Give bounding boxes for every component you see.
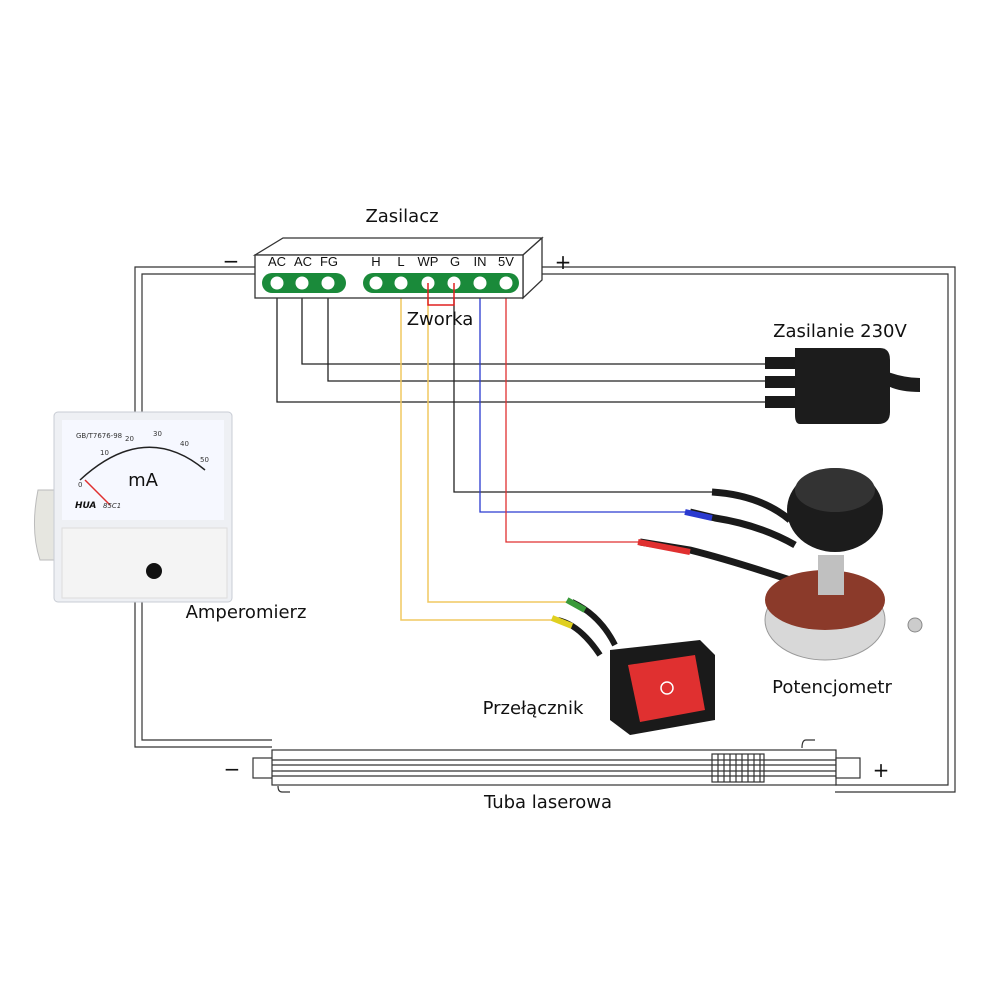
terminal-label: 5V xyxy=(498,254,514,269)
wire-5v-red xyxy=(505,283,640,543)
terminal-label: FG xyxy=(320,254,338,269)
terminal-label: WP xyxy=(418,254,439,269)
ammeter-unit: mA xyxy=(128,470,159,491)
laser-tube-label: Tuba laserowa xyxy=(483,792,612,813)
power-supply-label: Zasilacz xyxy=(365,206,438,227)
ammeter-code: GB/T7676-98 xyxy=(76,432,122,440)
wire-in-blue xyxy=(479,283,690,513)
potentiometer-icon xyxy=(637,468,923,661)
terminal-label: AC xyxy=(268,254,286,269)
rocker-switch-icon xyxy=(550,597,715,735)
minus-sign: − xyxy=(223,249,240,273)
ammeter-brand: HUA xyxy=(75,501,96,511)
laser-tube xyxy=(252,739,861,793)
wire-g-black xyxy=(453,283,712,493)
scale-tick: 30 xyxy=(153,430,162,438)
jumper-wire xyxy=(427,283,455,306)
mains-wires xyxy=(276,283,770,403)
ammeter-icon: mA GB/T7676-98 0 10 20 30 40 50 HUA 85C1 xyxy=(33,411,233,603)
terminal-label: IN xyxy=(474,254,487,269)
terminal-label: L xyxy=(397,254,404,269)
scale-tick: 20 xyxy=(125,435,134,443)
tube-plus-sign: + xyxy=(873,758,890,782)
power-supply: AC AC FG H L WP G IN 5V xyxy=(252,236,544,300)
scale-tick: 0 xyxy=(78,481,82,489)
hv-wire-positive xyxy=(542,266,956,793)
scale-tick: 50 xyxy=(200,456,209,464)
plus-sign: + xyxy=(555,250,572,274)
wire-wp-yellow xyxy=(427,283,572,603)
terminal-label: G xyxy=(450,254,460,269)
terminal-strip-control xyxy=(363,273,519,293)
jumper-label: Zworka xyxy=(407,309,474,330)
potentiometer-label: Potencjometr xyxy=(772,677,892,698)
wire-l-yellow xyxy=(400,283,558,621)
mains-label: Zasilanie 230V xyxy=(773,321,907,342)
tube-minus-sign: − xyxy=(224,757,241,781)
terminal-label: H xyxy=(371,254,380,269)
terminal-label: AC xyxy=(294,254,312,269)
scale-tick: 10 xyxy=(100,449,109,457)
scale-tick: 40 xyxy=(180,440,189,448)
mains-plug-icon xyxy=(765,348,920,424)
ammeter-label: Amperomierz xyxy=(186,602,307,623)
switch-label: Przełącznik xyxy=(483,698,584,719)
ammeter-model: 85C1 xyxy=(103,502,121,510)
